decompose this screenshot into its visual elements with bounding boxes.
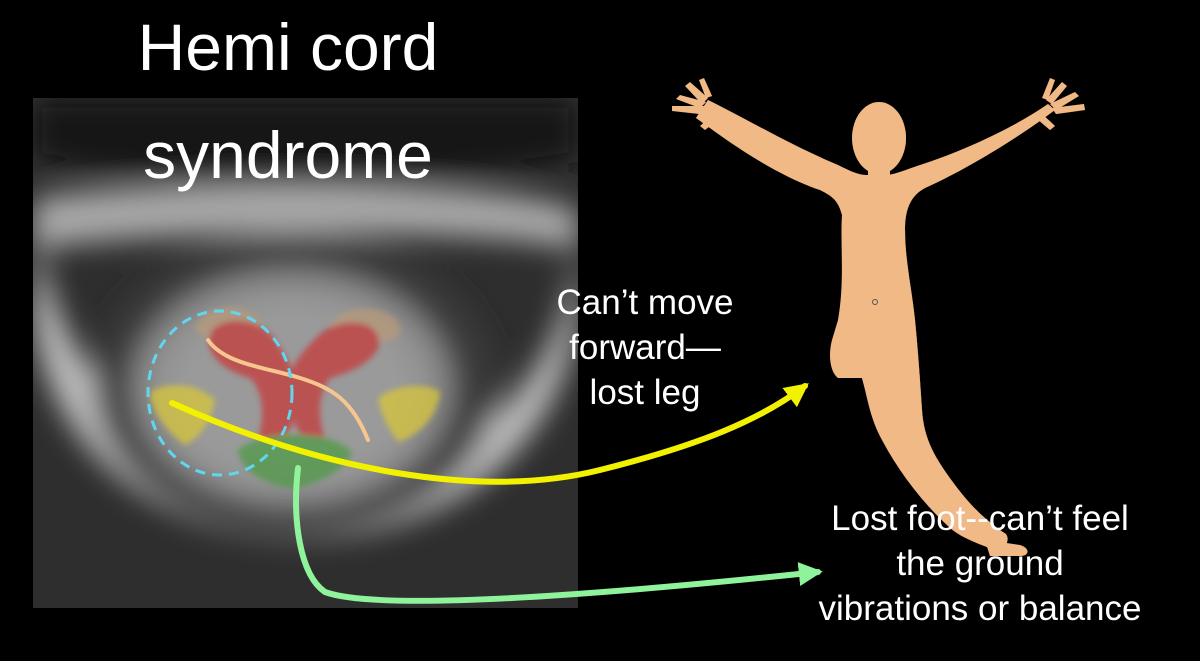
annotation-foot-line-3: vibrations or balance: [818, 589, 1142, 628]
green-arrow: [293, 465, 823, 604]
title-line-1: Hemi cord: [137, 10, 439, 84]
yellow-arrow: [169, 383, 809, 485]
annotation-leg-line-3: lost leg: [589, 373, 701, 412]
annotation-leg-line-2: forward—: [569, 328, 721, 367]
annotation-foot-line-1: Lost foot--can’t feel: [831, 499, 1129, 538]
spinal-cord-tracts: [146, 307, 440, 489]
dorsal-columns: [238, 434, 352, 489]
title-line-2: syndrome: [143, 118, 433, 192]
annotation-lost-foot: Lost foot--can’t feel the ground vibrati…: [770, 496, 1190, 631]
human-figure-icon: [672, 78, 1085, 556]
navel: [872, 299, 878, 305]
annotation-lost-leg: Can’t move forward— lost leg: [520, 280, 770, 415]
annotation-leg-line-1: Can’t move: [556, 283, 734, 322]
spinothalamic-tract-line: [206, 338, 370, 442]
lateral-column-left: [150, 385, 215, 445]
lesion-outline: [146, 309, 294, 477]
lateral-column-right: [378, 386, 440, 442]
annotation-foot-line-2: the ground: [896, 544, 1064, 583]
gray-matter: [208, 320, 380, 443]
